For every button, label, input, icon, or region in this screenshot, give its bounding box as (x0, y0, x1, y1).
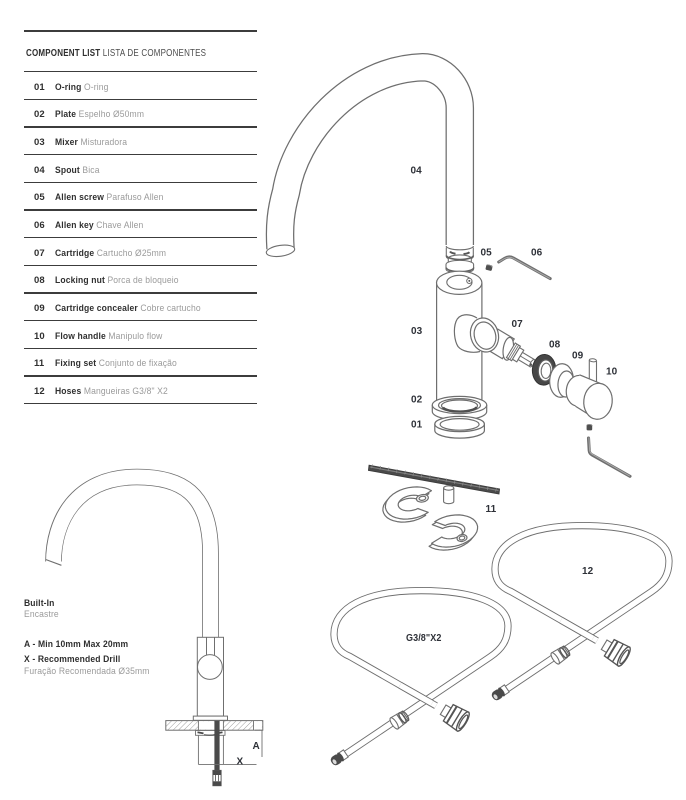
svg-text:09: 09 (572, 351, 584, 362)
svg-text:03: 03 (411, 326, 423, 337)
svg-text:A: A (253, 741, 260, 752)
svg-text:06: 06 (531, 248, 543, 259)
svg-text:G3/8"X2: G3/8"X2 (406, 633, 442, 644)
svg-text:04: 04 (411, 166, 423, 177)
svg-text:11: 11 (486, 504, 497, 515)
svg-text:12: 12 (582, 566, 594, 577)
svg-text:X: X (237, 757, 244, 768)
svg-text:02: 02 (411, 395, 423, 406)
svg-text:08: 08 (549, 340, 561, 351)
svg-text:01: 01 (411, 420, 423, 431)
svg-text:05: 05 (481, 248, 493, 259)
svg-text:07: 07 (512, 319, 524, 330)
svg-text:10: 10 (606, 367, 618, 378)
